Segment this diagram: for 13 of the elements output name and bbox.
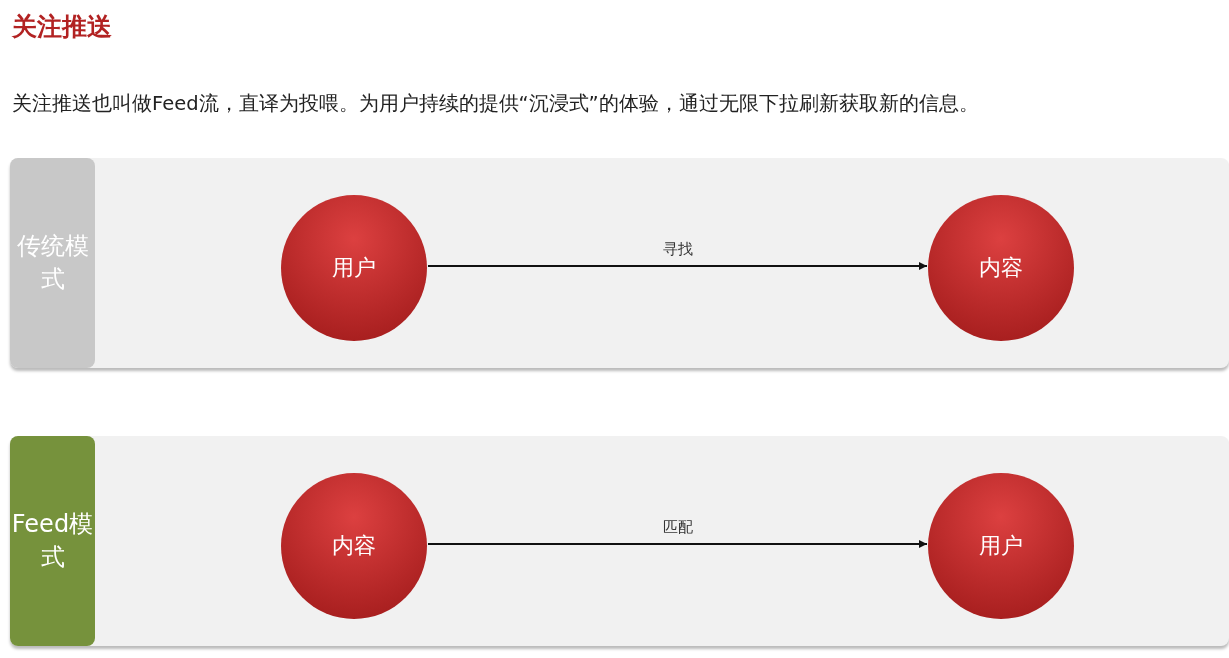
arrow: [427, 262, 928, 270]
panel-band: [10, 158, 1229, 368]
circle-node: 内容: [927, 194, 1075, 342]
arrow: [427, 540, 928, 548]
circle-node: 用户: [280, 194, 428, 342]
description-text: 关注推送也叫做Feed流，直译为投喂。为用户持续的提供“沉浸式”的体验，通过无限下拉刷新获取新的信息。: [12, 91, 979, 117]
edge-label: 寻找: [660, 240, 695, 259]
circle-node: 用户: [927, 472, 1075, 620]
circle-node: 内容: [280, 472, 428, 620]
title: 关注推送: [12, 11, 112, 43]
side-tab: Feed模式: [10, 436, 95, 646]
panel-band: [10, 436, 1229, 646]
edge-label: 匹配: [660, 518, 695, 537]
